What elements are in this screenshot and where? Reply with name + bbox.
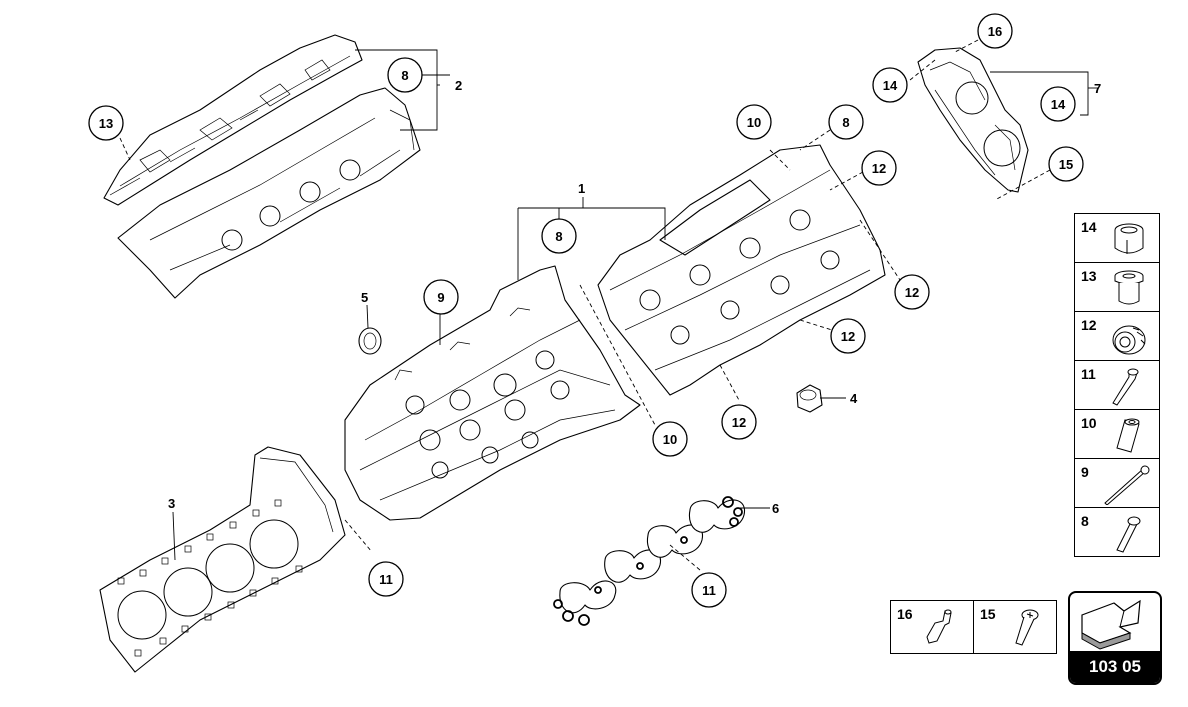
- svg-text:12: 12: [841, 329, 855, 344]
- svg-text:12: 12: [872, 161, 886, 176]
- callout-13: 13: [88, 105, 124, 141]
- svg-text:11: 11: [702, 583, 716, 598]
- seal-ring-part: [358, 327, 382, 355]
- cylinder-head-lower-part: [117, 87, 421, 299]
- cylinder-head-right-part: [597, 144, 886, 396]
- label-1: 1: [578, 181, 585, 196]
- callout-11-right: 11: [691, 572, 727, 608]
- legend-number: 14: [1081, 219, 1097, 235]
- cylinder-head-cover-part: [103, 34, 363, 206]
- legend-item-10: 10: [1074, 409, 1160, 459]
- label-5: 5: [361, 290, 368, 305]
- svg-text:8: 8: [401, 68, 408, 83]
- svg-text:11: 11: [379, 572, 393, 587]
- legend-number: 9: [1081, 464, 1089, 480]
- legend-item-15: 15: [973, 600, 1057, 654]
- legend-number: 10: [1081, 415, 1097, 431]
- svg-text:12: 12: [732, 415, 746, 430]
- threaded-plug-icon: [1112, 325, 1146, 355]
- callout-16: 16: [977, 13, 1013, 49]
- svg-text:10: 10: [747, 115, 761, 130]
- dowel-sleeve-icon: [1116, 418, 1140, 453]
- long-bolt-icon: [1104, 465, 1150, 505]
- short-bolt-icon: [1116, 516, 1141, 553]
- callout-8-top: 8: [387, 57, 423, 93]
- label-7: 7: [1094, 81, 1101, 96]
- callout-12-d: 12: [721, 404, 757, 440]
- callout-10-top: 10: [736, 104, 772, 140]
- svg-text:12: 12: [905, 285, 919, 300]
- svg-text:14: 14: [883, 78, 898, 93]
- stud-icon: [926, 609, 952, 644]
- callout-11-left: 11: [368, 561, 404, 597]
- bolt-icon: [1112, 368, 1139, 406]
- legend-number: 8: [1081, 513, 1089, 529]
- timing-cover-part: [917, 47, 1029, 193]
- label-4: 4: [850, 391, 858, 406]
- callout-12-b: 12: [894, 274, 930, 310]
- legend-number: 12: [1081, 317, 1097, 333]
- legend-item-13: 13: [1074, 262, 1160, 312]
- legend-item-16: 16: [890, 600, 974, 654]
- legend-number: 16: [897, 606, 913, 622]
- legend-item-8: 8: [1074, 507, 1160, 557]
- svg-text:13: 13: [99, 116, 113, 131]
- legend-item-12: 12: [1074, 311, 1160, 361]
- svg-text:8: 8: [555, 229, 562, 244]
- callout-15: 15: [1048, 146, 1084, 182]
- plug-part: [796, 384, 823, 413]
- callout-12-c: 12: [830, 318, 866, 354]
- label-3: 3: [168, 496, 175, 511]
- legend-item-9: 9: [1074, 458, 1160, 508]
- legend-number: 13: [1081, 268, 1097, 284]
- legend-item-14: 14: [1074, 213, 1160, 263]
- torx-bolt-icon: [1015, 609, 1039, 646]
- legend-item-11: 11: [1074, 360, 1160, 410]
- callout-12-a: 12: [861, 150, 897, 186]
- page-reference-box: 103 05: [1068, 591, 1162, 685]
- plug-icon: [1114, 270, 1144, 305]
- arrow-icon: [1081, 599, 1141, 650]
- svg-text:10: 10: [663, 432, 677, 447]
- label-6: 6: [772, 501, 779, 516]
- label-2: 2: [455, 78, 462, 93]
- svg-text:14: 14: [1051, 97, 1066, 112]
- callout-10-bottom: 10: [652, 421, 688, 457]
- cylinder-head-part: [344, 265, 641, 521]
- leader-lines: [119, 39, 1098, 571]
- callout-8-centre: 8: [541, 218, 577, 254]
- sleeve-icon: [1114, 223, 1144, 254]
- svg-text:9: 9: [437, 290, 444, 305]
- callout-9: 9: [423, 279, 459, 315]
- head-gasket-part: [99, 446, 346, 673]
- legend-number: 11: [1081, 366, 1096, 382]
- callout-14-left: 14: [872, 67, 908, 103]
- callout-8-right: 8: [828, 104, 864, 140]
- legend-number: 15: [980, 606, 996, 622]
- svg-text:8: 8: [842, 115, 849, 130]
- page-number: 103 05: [1070, 651, 1160, 683]
- svg-text:15: 15: [1059, 157, 1073, 172]
- callout-14-right: 14: [1040, 86, 1076, 122]
- svg-text:16: 16: [988, 24, 1002, 39]
- intake-gasket-set-part: [553, 496, 745, 626]
